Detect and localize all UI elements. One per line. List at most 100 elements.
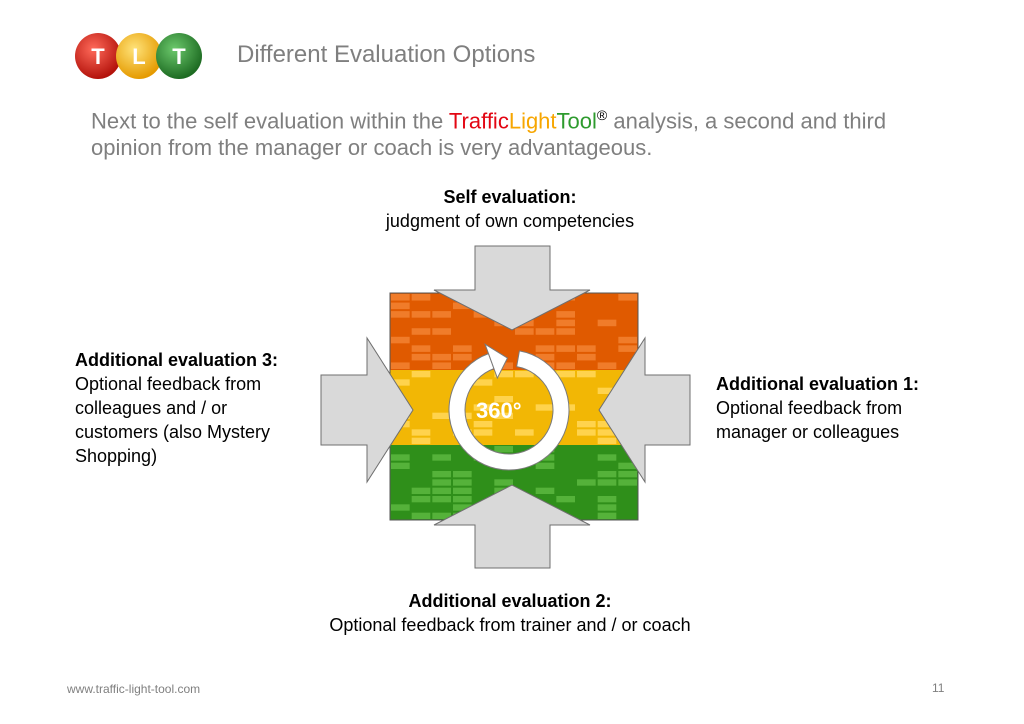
- heatmap-cell: [577, 371, 596, 378]
- heatmap-band: [390, 370, 638, 445]
- heatmap-cell: [618, 294, 637, 301]
- heatmap-cell: [411, 353, 431, 361]
- heatmap-cell: [618, 479, 637, 486]
- heatmap-cell: [577, 353, 596, 361]
- heatmap-cell: [411, 496, 431, 503]
- heatmap-cell: [618, 336, 637, 344]
- heatmap-cell: [391, 336, 410, 344]
- heatmap-cell: [515, 371, 534, 378]
- brand-light: Light: [508, 108, 557, 134]
- heatmap-cell: [391, 302, 410, 310]
- heatmap-cell: [597, 454, 617, 461]
- heatmap-cell: [597, 512, 617, 519]
- page-number: 11: [932, 681, 945, 695]
- additional-evaluation-1-label: Additional evaluation 1: Optional feedba…: [716, 372, 976, 444]
- heatmap-cell: [556, 371, 575, 378]
- heatmap-cell: [411, 345, 431, 352]
- logo-letter-3: T: [172, 44, 186, 69]
- additional-evaluation-3-line: Optional feedback from: [75, 374, 262, 394]
- page-title: Different Evaluation Options: [237, 41, 536, 68]
- heatmap-cell: [411, 487, 431, 494]
- heatmap-cell: [432, 454, 451, 461]
- intro-paragraph: Next to the self evaluation within the T…: [91, 102, 951, 161]
- heatmap-cell: [432, 487, 451, 494]
- heatmap-cell: [494, 371, 513, 378]
- self-evaluation-label: Self evaluation: judgment of own compete…: [340, 185, 680, 233]
- heatmap-cell: [453, 471, 472, 478]
- cycle-360-symbol: [448, 343, 570, 471]
- logo-letter-1: T: [91, 44, 105, 69]
- arrows: [320, 245, 691, 569]
- logo-red-circle: [75, 33, 121, 79]
- heatmap-cell: [597, 479, 617, 486]
- heatmap-cell: [391, 462, 410, 469]
- cycle-ring: [448, 350, 570, 471]
- arrow-right-icon: [320, 336, 414, 484]
- heatmap-cell: [535, 462, 555, 469]
- additional-evaluation-3-line: colleagues and / or: [75, 398, 228, 418]
- heatmap-cell: [391, 504, 410, 511]
- heatmap-cell: [577, 345, 596, 352]
- heatmap-cell: [453, 479, 472, 486]
- logo-green-circle: [156, 33, 202, 79]
- label-360: 360°: [476, 398, 522, 423]
- heatmap-cell: [556, 319, 575, 327]
- heatmap-cell: [391, 294, 410, 301]
- heatmap-cell: [453, 302, 472, 310]
- heatmap-cell: [391, 311, 410, 318]
- heatmap-cell: [556, 311, 575, 318]
- heatmap-cell: [535, 404, 555, 411]
- additional-evaluation-3-label: Additional evaluation 3: Optional feedba…: [75, 348, 315, 468]
- arrow-down-icon: [433, 245, 591, 331]
- cycle-arrowhead-icon: [484, 343, 509, 380]
- heatmap-cell: [432, 362, 451, 369]
- heatmap-cell: [411, 311, 431, 318]
- heatmap-cell: [597, 387, 617, 394]
- heatmap-cell: [618, 471, 637, 478]
- heatmap-cell: [473, 379, 493, 386]
- heatmap-cell: [597, 496, 617, 503]
- logo-yellow-circle: [116, 33, 162, 79]
- heatmap-cell: [556, 328, 575, 335]
- heatmap-cell: [535, 487, 555, 494]
- heatmap-cell: [432, 512, 451, 519]
- heatmap-cell: [494, 396, 513, 403]
- heatmap-cell: [577, 421, 596, 428]
- heatmap-cell: [515, 429, 534, 436]
- footer-url: www.traffic-light-tool.com: [67, 682, 201, 696]
- heatmap-cell: [411, 512, 431, 519]
- brand-tool: Tool: [556, 108, 597, 134]
- heatmap-cell: [577, 479, 596, 486]
- heatmap-cell: [535, 328, 555, 335]
- heatmap-cell: [473, 429, 493, 436]
- heatmap-cell: [391, 379, 410, 386]
- heatmap-cell: [391, 454, 410, 461]
- heatmap-cell: [535, 345, 555, 352]
- heatmap-cell: [453, 353, 472, 361]
- heatmap-cell: [494, 412, 513, 419]
- heatmap-cell: [494, 446, 513, 453]
- additional-evaluation-2-text: Optional feedback from trainer and / or …: [329, 615, 691, 635]
- registered-mark: ®: [596, 107, 608, 123]
- heatmap-cell: [411, 294, 431, 301]
- heatmap-cell: [432, 311, 451, 318]
- heatmap-cell: [411, 429, 431, 436]
- heatmap-cell: [432, 496, 451, 503]
- additional-evaluation-3-heading: Additional evaluation 3:: [75, 350, 279, 370]
- heatmap-cell: [453, 345, 472, 352]
- heatmap-cell: [411, 437, 431, 444]
- self-evaluation-text: judgment of own competencies: [385, 211, 635, 231]
- heatmap-cell: [556, 362, 575, 369]
- heatmap-cell: [597, 471, 617, 478]
- heatmap-cell: [535, 353, 555, 361]
- heatmap-cell: [432, 353, 451, 361]
- heatmap-cell: [411, 371, 431, 378]
- additional-evaluation-2-label: Additional evaluation 2: Optional feedba…: [260, 589, 760, 637]
- arrow-left-icon: [598, 336, 691, 484]
- heatmap-cell: [597, 437, 617, 444]
- heatmap-cell: [494, 479, 513, 486]
- heatmap-cell: [597, 504, 617, 511]
- intro-text-before: Next to the self evaluation within the: [91, 108, 449, 134]
- heatmap-cell: [453, 496, 472, 503]
- heatmap-cell: [432, 479, 451, 486]
